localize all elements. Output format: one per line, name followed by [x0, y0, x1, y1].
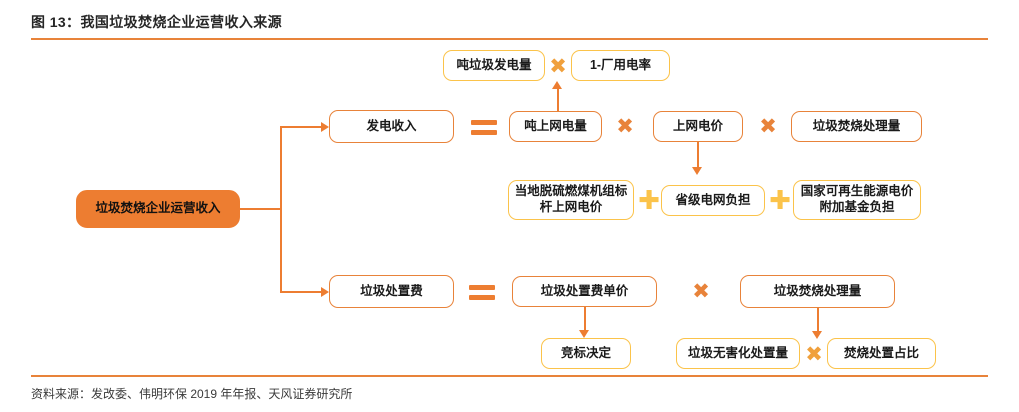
- node-disposal-unit-price[interactable]: 垃圾处置费单价: [512, 276, 657, 307]
- connector-h-root: [240, 208, 282, 210]
- node-kwh-per-ton-waste[interactable]: 吨垃圾发电量: [443, 50, 545, 81]
- arrow-down-tariff: [692, 167, 702, 175]
- operator-equals-power: [470, 119, 498, 135]
- operator-plus-b: ✚: [769, 185, 791, 215]
- connector-v-tariff-down: [697, 142, 699, 169]
- node-disposal-fee[interactable]: 垃圾处置费: [329, 275, 454, 308]
- figure-source: 资料来源：发改委、伟明环保 2019 年年报、天风证券研究所: [31, 387, 353, 401]
- node-benchmark-tariff[interactable]: 当地脱硫燃煤机组标杆上网电价: [508, 180, 634, 220]
- node-harmless-disposal-volume[interactable]: 垃圾无害化处置量: [676, 338, 800, 369]
- figure-title: 图 13：我国垃圾焚烧企业运营收入来源: [31, 14, 283, 30]
- connector-v-kwh-up: [557, 88, 559, 111]
- operator-times-row2-b: ✖: [759, 114, 777, 138]
- operator-times-row4: ✖: [692, 279, 710, 303]
- arrow-right-power-revenue: [321, 122, 329, 132]
- connector-v-branch-up: [280, 127, 282, 209]
- source-divider-rule: [31, 375, 988, 377]
- node-provincial-grid-burden[interactable]: 省级电网负担: [661, 185, 765, 216]
- node-grid-tariff[interactable]: 上网电价: [653, 111, 743, 142]
- operator-times-row1: ✖: [549, 54, 567, 78]
- connector-v-branch-down: [280, 208, 282, 292]
- node-waste-incinerated-top[interactable]: 垃圾焚烧处理量: [791, 111, 922, 142]
- node-waste-incinerated-bottom[interactable]: 垃圾焚烧处理量: [740, 275, 895, 308]
- node-bidding-decided[interactable]: 竞标决定: [541, 338, 631, 369]
- node-power-revenue[interactable]: 发电收入: [329, 110, 454, 143]
- connector-h-to-power-revenue: [280, 126, 322, 128]
- operator-plus-a: ✚: [638, 185, 660, 215]
- arrow-down-waste: [812, 331, 822, 339]
- node-one-minus-plant-rate[interactable]: 1-厂用电率: [571, 50, 670, 81]
- arrow-up-kwh: [552, 81, 562, 89]
- operator-equals-disposal: [468, 284, 496, 300]
- arrow-right-disposal-fee: [321, 287, 329, 297]
- connector-h-to-disposal-fee: [280, 291, 322, 293]
- title-divider-rule: [31, 38, 988, 40]
- node-national-renewable-fund[interactable]: 国家可再生能源电价附加基金负担: [793, 180, 921, 220]
- node-root-operating-revenue[interactable]: 垃圾焚烧企业运营收入: [76, 190, 240, 228]
- connector-v-unit-price-down: [584, 307, 586, 332]
- operator-times-row5: ✖: [805, 342, 823, 366]
- operator-times-row2-a: ✖: [616, 114, 634, 138]
- connector-v-waste-down: [817, 308, 819, 333]
- node-grid-kwh-per-ton[interactable]: 吨上网电量: [509, 111, 602, 142]
- arrow-down-unit-price: [579, 330, 589, 338]
- node-incineration-share[interactable]: 焚烧处置占比: [827, 338, 936, 369]
